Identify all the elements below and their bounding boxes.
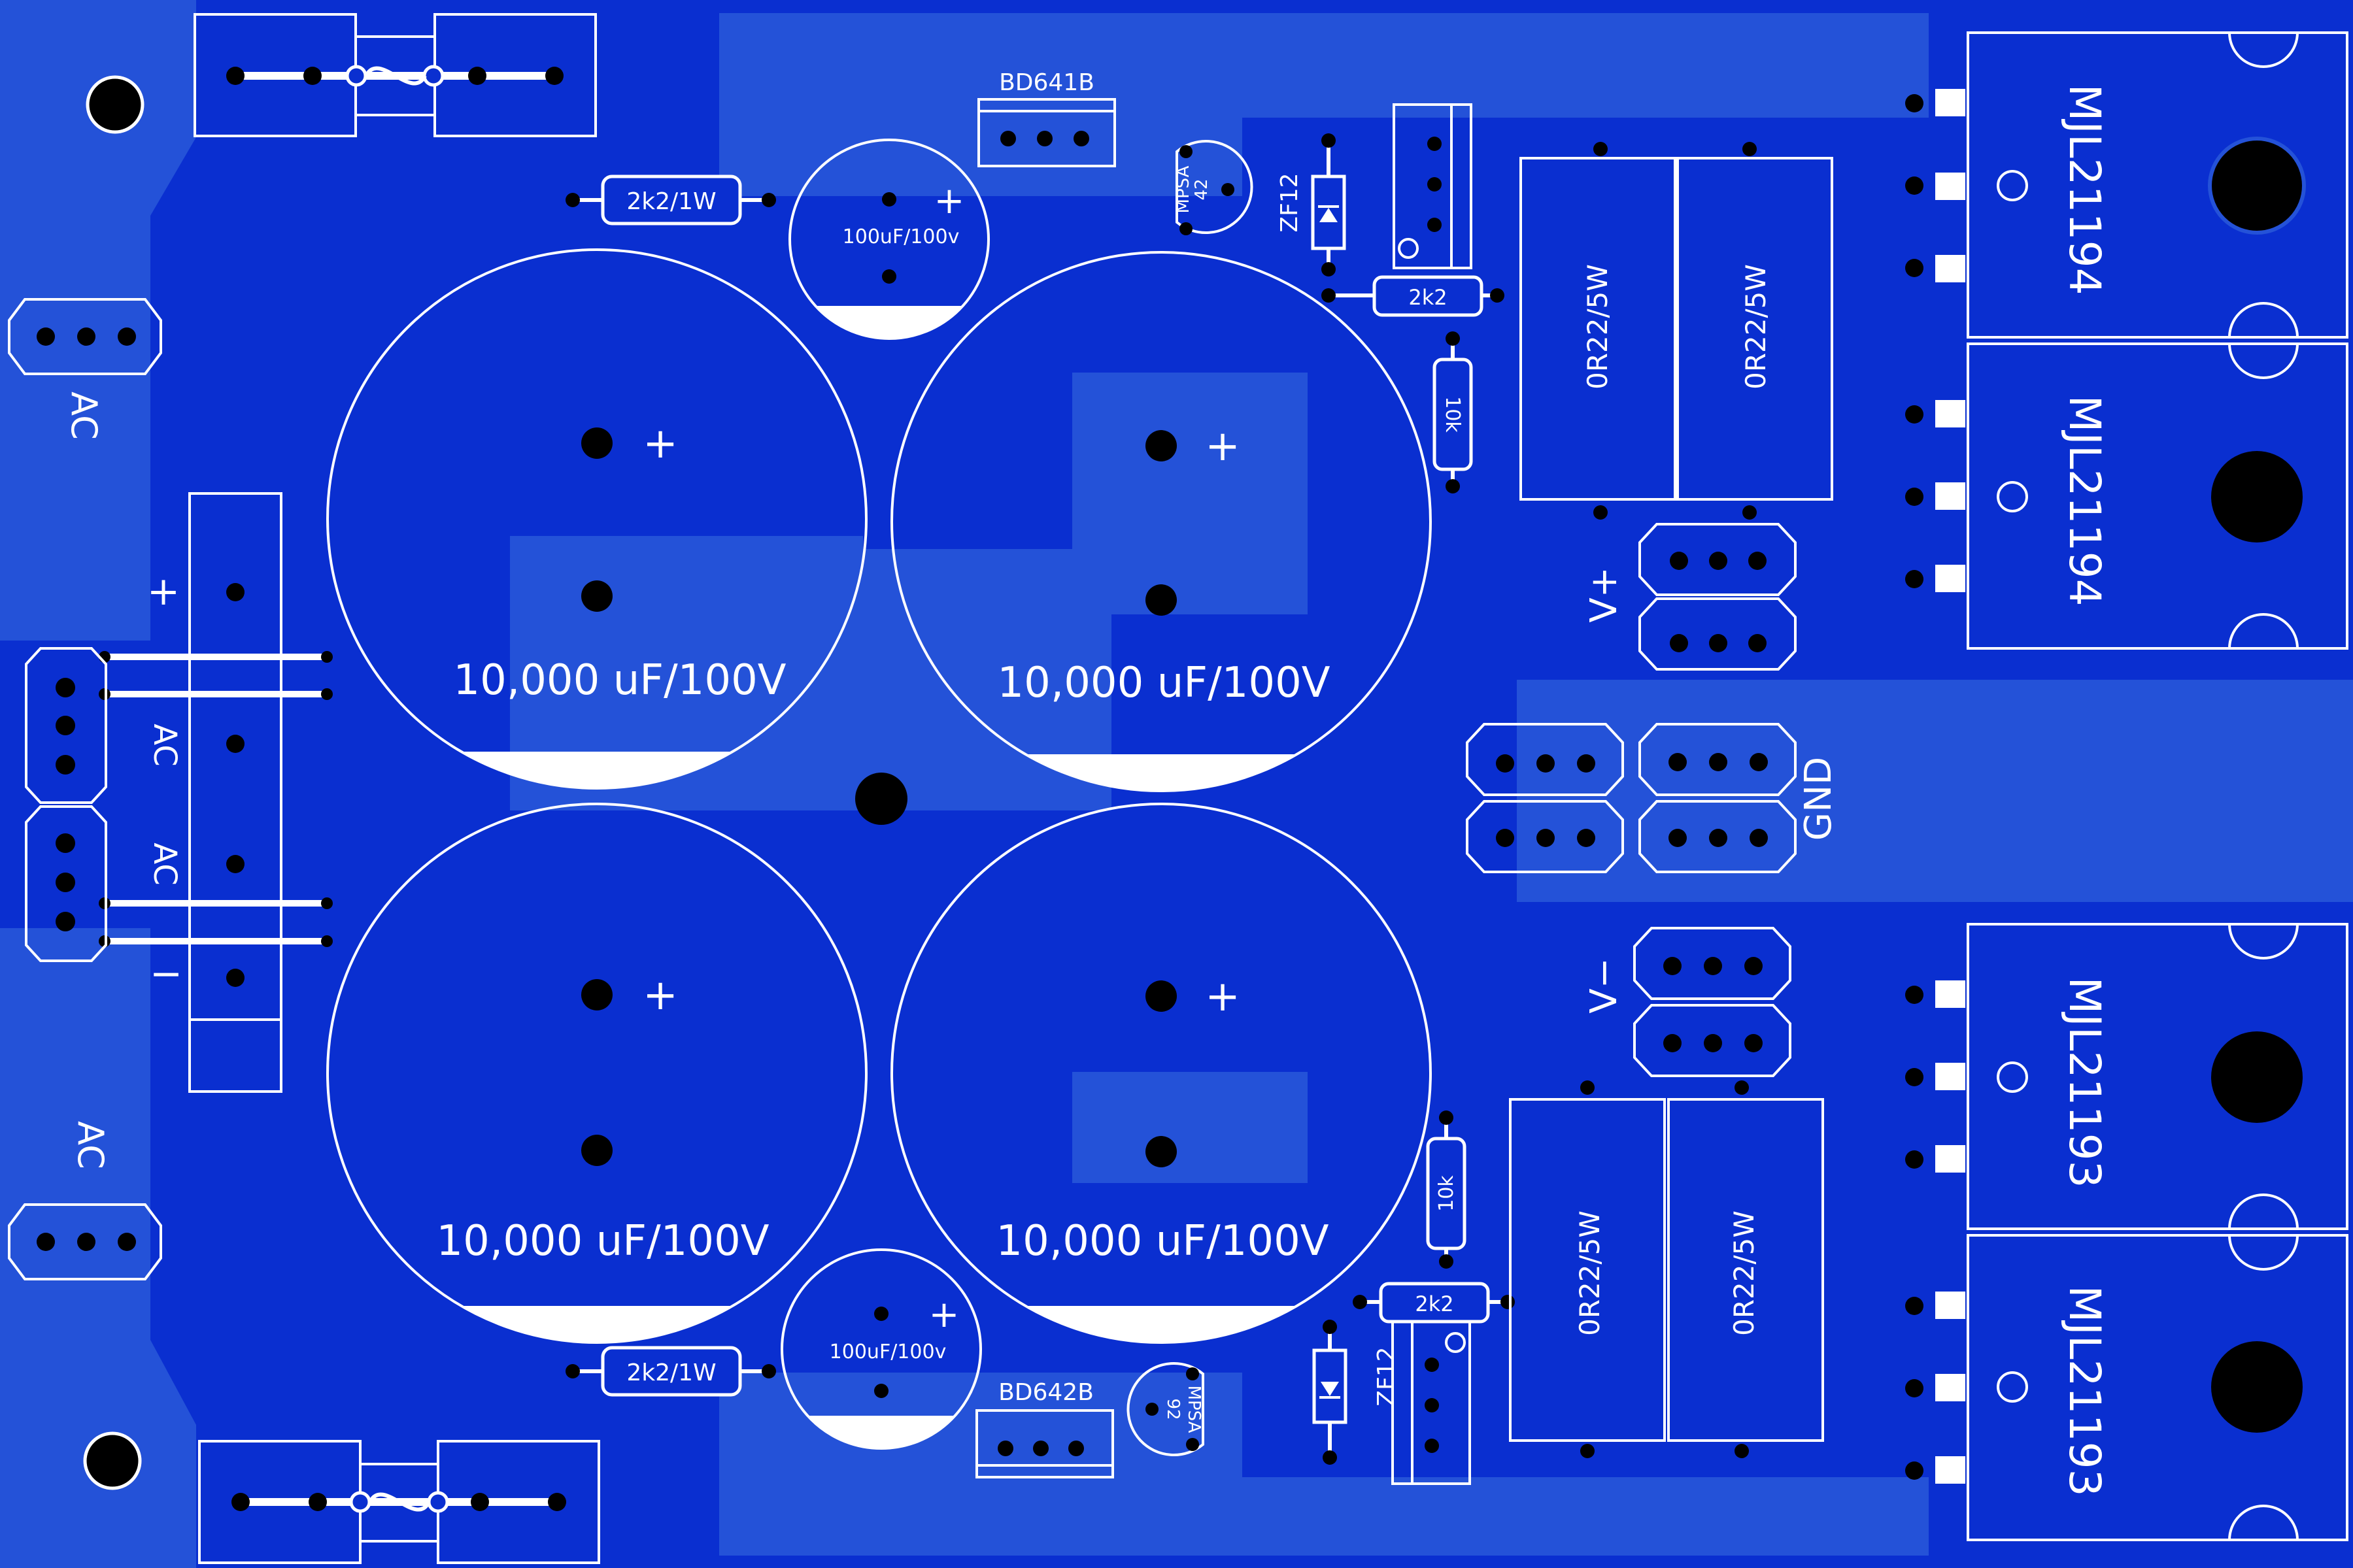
vplus-connector: V+ [1583,523,1797,671]
cap-small-bottom: + 100uF/100v [781,1248,982,1450]
driver-top: BD641B [977,69,1116,167]
mount-hole-top [86,75,144,134]
emitter-resistors-bottom: 0R22/5W 0R22/5W [1509,1080,1824,1458]
cap-small-bottom-label: 100uF/100v [830,1341,947,1363]
cap-main-bl-plus: + [643,971,678,1020]
driver-top-label: BD641B [999,69,1094,96]
power-transistor-4: MJL21193 [1905,1234,2348,1541]
vminus-connector: V− [1583,927,1791,1077]
zener-bottom-label: ZF12 [1373,1346,1400,1406]
power-transistor-1: MJL21194 [1905,31,2348,339]
mounting-holes [83,75,907,1490]
vplus-label: V+ [1583,567,1625,622]
emitter-r4-label: 0R22/5W [1728,1210,1760,1336]
mpsa-top-l1: MPSA [1174,165,1193,213]
cap-main-tr-plus: + [1205,422,1240,471]
mount-hole-center [855,773,907,825]
cap-main-tl: + 10,000 uF/100V [326,248,868,790]
driver-bottom-label: BD642B [998,1379,1094,1406]
bridge-rectifier: + − AC AC [25,492,333,1093]
bridge-minus-label: − [150,951,182,997]
cap-main-tr-label: 10,000 uF/100V [997,659,1330,707]
cap-small-bottom-plus: + [929,1293,960,1336]
cap-main-br-plus: + [1205,973,1240,1021]
ac-terminal-bottom: AC [8,1121,162,1280]
resistor-2k2-1w-bottom-label: 2k2/1W [626,1359,716,1386]
power-4-label: MJL21193 [2059,1285,2110,1496]
resistor-2k2-1w-top: 2k2/1W [566,175,776,225]
gnd-connector: GND [1466,723,1840,873]
gnd-label: GND [1797,757,1840,841]
resistor-10k-bottom-label: 10k [1435,1175,1458,1212]
cap-main-tl-plus: + [643,420,678,468]
zener-top-label: ZF12 [1276,173,1303,232]
mpsa-top: MPSA 42 [1174,140,1253,235]
cap-small-top-plus: + [934,180,965,222]
mount-hole-bottom [83,1431,142,1490]
resistor-10k-top: 10k [1432,331,1473,493]
resistor-2k2-top: 2k2 [1321,275,1504,317]
fuse-bottom [198,1440,600,1564]
resistor-2k2-top-label: 2k2 [1408,285,1447,310]
cap-small-top: + 100uF/100v [788,139,990,340]
mpsa-top-l2: 42 [1192,178,1211,200]
cap-main-bl-label: 10,000 uF/100V [436,1217,769,1265]
cap-main-br: + 10,000 uF/100V [890,803,1432,1344]
resistor-2k2-1w-top-label: 2k2/1W [626,188,716,215]
cap-main-tr: + 10,000 uF/100V [890,251,1432,792]
bridge-plus-label: + [147,569,180,614]
ac-top-label: AC [63,392,105,440]
mpsa-bottom-l2: 92 [1163,1398,1183,1420]
zener-top: ZF12 [1276,133,1346,276]
cap-small-top-label: 100uF/100v [843,225,960,248]
emitter-r2-label: 0R22/5W [1740,264,1772,390]
cap-main-bl: + 10,000 uF/100V [326,803,868,1344]
power-transistor-3: MJL21193 [1905,923,2348,1230]
ac-terminal-top: AC [8,298,162,440]
emitter-r3-label: 0R22/5W [1574,1210,1606,1336]
trimmer-top [1393,103,1472,269]
driver-bottom: BD642B [975,1379,1114,1478]
power-transistor-2: MJL21194 [1905,342,2348,650]
resistor-10k-bottom: 10k [1426,1110,1466,1269]
resistor-10k-top-label: 10k [1441,396,1464,433]
zener-bottom: ZF12 [1312,1320,1400,1465]
vminus-label: V− [1583,958,1625,1013]
bridge-ac2-label: AC [146,842,183,886]
power-3-label: MJL21193 [2059,976,2110,1188]
power-2-label: MJL21194 [2059,395,2110,606]
power-1-label: MJL21194 [2059,84,2110,295]
bridge-ac1-label: AC [146,724,183,767]
resistor-2k2-bottom-label: 2k2 [1415,1292,1453,1316]
cap-main-tl-label: 10,000 uF/100V [453,656,786,705]
fuse-top [194,13,597,137]
mpsa-bottom: MPSA 92 [1126,1362,1204,1456]
ac-bottom-label: AC [70,1121,111,1169]
mpsa-bottom-l1: MPSA [1184,1386,1204,1433]
cap-main-br-label: 10,000 uF/100V [996,1217,1329,1265]
emitter-resistors-top: 0R22/5W 0R22/5W [1519,142,1833,520]
emitter-r1-label: 0R22/5W [1582,264,1614,390]
resistor-2k2-bottom: 2k2 [1353,1282,1515,1324]
resistor-2k2-1w-bottom: 2k2/1W [566,1346,776,1397]
